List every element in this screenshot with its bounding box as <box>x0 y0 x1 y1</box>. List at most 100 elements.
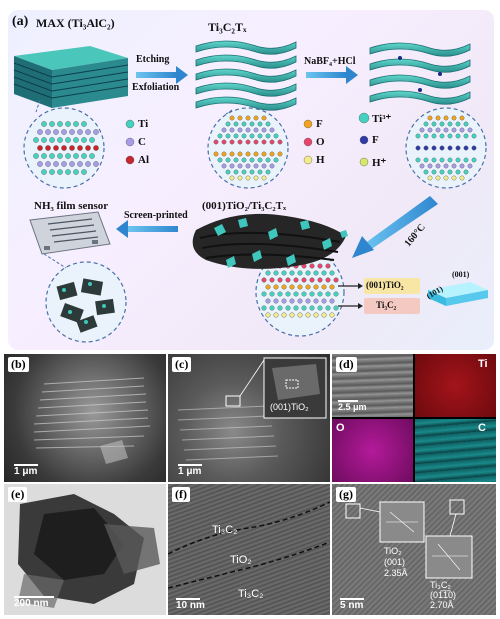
atom <box>65 137 71 143</box>
atom <box>447 121 453 127</box>
atom <box>69 129 75 135</box>
atom <box>301 277 307 283</box>
atom <box>467 127 473 133</box>
atom <box>57 137 63 143</box>
atom <box>89 137 95 143</box>
atom <box>329 270 335 276</box>
panel-f-hrtem: (f) Ti₃C₂ TiO₂ Ti₃C₂ 10 nm <box>168 484 330 615</box>
atom <box>443 163 449 169</box>
atom <box>333 305 339 311</box>
atom <box>463 169 469 175</box>
arrow-screen-printed <box>116 220 178 238</box>
atom <box>305 298 311 304</box>
atom <box>77 161 83 167</box>
step-exfoliation: Exfoliation <box>132 82 180 93</box>
atom <box>229 163 235 169</box>
atom <box>321 298 327 304</box>
scale-bar-b <box>14 464 38 466</box>
atom <box>273 157 279 163</box>
atom <box>423 145 429 151</box>
legend-ti: Ti <box>138 118 149 130</box>
tio2-crystal <box>428 282 488 306</box>
atom <box>65 121 71 127</box>
atom <box>325 291 331 297</box>
atom <box>427 115 433 121</box>
atom <box>289 284 295 290</box>
atom <box>65 169 71 175</box>
atom <box>423 121 429 127</box>
atom <box>313 270 319 276</box>
atom <box>253 139 259 145</box>
tag-arrows <box>338 278 420 314</box>
atom <box>41 121 47 127</box>
map-label-ti: Ti <box>478 358 488 370</box>
atom <box>41 169 47 175</box>
atom <box>265 121 271 127</box>
atom <box>93 145 99 151</box>
atom <box>261 163 267 169</box>
atom <box>273 298 279 304</box>
atom <box>257 121 263 127</box>
atom <box>427 127 433 133</box>
atom <box>217 157 223 163</box>
atom <box>463 121 469 127</box>
atom <box>439 133 445 139</box>
atom <box>301 291 307 297</box>
atom <box>61 161 67 167</box>
atom <box>229 175 235 181</box>
atom <box>273 312 279 318</box>
atom <box>221 163 227 169</box>
atom <box>451 175 457 181</box>
atom <box>439 169 445 175</box>
scale-bar-e <box>14 596 54 598</box>
panel-b-sem: (b) 1 μm <box>4 354 166 482</box>
atom <box>321 312 327 318</box>
atom <box>455 121 461 127</box>
legend-dot-al <box>125 155 135 165</box>
atom <box>261 151 267 157</box>
atom <box>229 151 235 157</box>
atom <box>269 305 275 311</box>
atom <box>309 291 315 297</box>
atom <box>459 115 465 121</box>
atom <box>237 115 243 121</box>
atom <box>427 175 433 181</box>
atom <box>45 145 51 151</box>
atom <box>245 163 251 169</box>
atom <box>265 157 271 163</box>
region-middle-f: TiO₂ <box>230 554 252 566</box>
atom <box>471 145 477 151</box>
tag-tio2: (001)TiO₂ <box>366 280 404 290</box>
zoom-circle-sensor <box>45 261 127 343</box>
atom <box>33 153 39 159</box>
atom <box>317 263 323 269</box>
atom <box>73 121 79 127</box>
panel-label-b: (b) <box>8 357 29 372</box>
atom <box>459 175 465 181</box>
atom <box>313 284 319 290</box>
atom <box>313 312 319 318</box>
atom <box>37 161 43 167</box>
panel-label-g: (g) <box>336 487 356 502</box>
atom <box>89 153 95 159</box>
atom <box>313 298 319 304</box>
atom <box>249 157 255 163</box>
atom <box>265 312 271 318</box>
atom <box>325 305 331 311</box>
atom <box>443 175 449 181</box>
atom <box>301 305 307 311</box>
sensor-device <box>29 211 115 333</box>
arrow-hydrothermal <box>352 196 438 258</box>
atom <box>423 169 429 175</box>
atom <box>305 284 311 290</box>
atom <box>423 133 429 139</box>
atom <box>329 312 335 318</box>
atom <box>459 127 465 133</box>
atom <box>69 145 75 151</box>
legend-dot-f-ion <box>359 135 369 145</box>
atom <box>93 129 99 135</box>
atom <box>415 133 421 139</box>
atom <box>467 163 473 169</box>
atom <box>443 127 449 133</box>
ti3c2-label-g: Ti₃C₂ <box>430 580 451 590</box>
